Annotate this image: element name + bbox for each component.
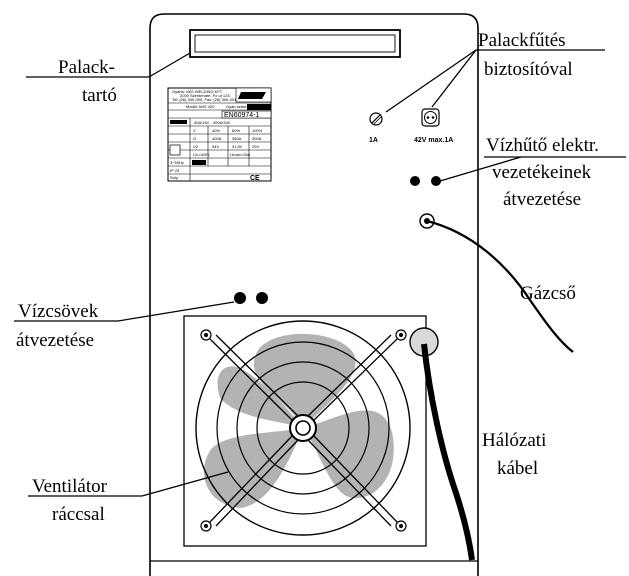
fan-assembly — [183, 315, 427, 547]
plate-header: Gyártó: MIG WELDING KFT. — [172, 89, 223, 94]
label-cooler-1: Vízhűtő elektr. — [486, 135, 599, 156]
water-pipe-grommet-right — [256, 292, 268, 304]
plate-u2-label: U2 — [193, 144, 199, 149]
plate-i1: I1max=26A — [230, 152, 251, 157]
mains-cable — [421, 343, 475, 561]
leader-bottle-holder — [148, 52, 191, 78]
plate-protection: IP 23 — [170, 168, 180, 173]
plate-x-60: 60% — [232, 128, 240, 133]
fuse-holder-icon — [369, 112, 383, 126]
socket-rating-label: 42V max.1A — [414, 137, 453, 144]
label-mains-2: kábel — [497, 458, 538, 479]
label-water-pipes-1: Vízcsövek — [18, 301, 99, 322]
label-bottle-holder-1: Palack- — [58, 57, 115, 78]
plate-i2-label: I2 — [193, 136, 197, 141]
plate-u2-3: 29V — [252, 144, 259, 149]
leader-socket — [431, 49, 477, 108]
plate-x-label: X — [193, 128, 196, 133]
leader-water-pipes — [117, 301, 235, 322]
heater-socket-icon — [421, 108, 440, 127]
plate-u1: U1=400V — [193, 152, 210, 157]
plate-i2-1: 400A — [212, 136, 222, 141]
plate-u2-2: 31.5V — [232, 144, 243, 149]
water-pipe-grommet-left — [234, 292, 246, 304]
leader-cooler — [439, 156, 522, 182]
fan-blades — [203, 333, 394, 508]
plate-x-100: 100% — [252, 128, 263, 133]
label-heater-2: biztosítóval — [484, 59, 573, 80]
plate-range: 40A/16V - 400A/34V — [194, 120, 231, 125]
plate-i2-2: 350A — [232, 136, 242, 141]
label-fan-1: Ventilátor — [32, 476, 108, 497]
plate-model: Model: MIG 420 — [186, 104, 215, 109]
plate-x-40: 40% — [212, 128, 220, 133]
plate-i2-3: 300A — [252, 136, 262, 141]
plate-serial-label: Gyári szám: — [226, 104, 247, 109]
label-cooler-3: átvezetése — [503, 189, 581, 210]
plate-phone: Tel: (26) 300-000, Fax: (26) 300-001 — [172, 97, 237, 102]
plate-address: 2000 Szentendre, Fo út 123. — [180, 93, 231, 98]
leader-fuse — [385, 49, 477, 113]
plate-weight: Súly: — [170, 175, 179, 180]
label-heater-1: Palackfűtés — [478, 30, 566, 51]
label-mains-1: Hálózati — [482, 430, 546, 451]
plate-supply: 3~50Hz — [170, 160, 184, 165]
fuse-rating-label: 1A — [369, 137, 378, 144]
leader-fan — [141, 471, 229, 497]
plate-standard: EN60974-1 — [224, 112, 260, 119]
label-bottle-holder-2: tartó — [82, 85, 117, 106]
gas-hose — [426, 219, 574, 353]
plate-u2-1: 34V — [212, 144, 219, 149]
label-cooler-2: vezetékeinek — [492, 162, 592, 183]
plate-ce-mark: CE — [250, 175, 260, 182]
rating-plate: Gyártó: MIG WELDING KFT. 2000 Szentendre… — [167, 87, 272, 182]
cooler-grommet-left — [410, 176, 420, 186]
label-water-pipes-2: átvezetése — [16, 330, 94, 351]
label-fan-2: ráccsal — [52, 504, 105, 525]
cooler-grommet-right — [431, 176, 441, 186]
label-gas-hose: Gázcső — [520, 283, 576, 304]
